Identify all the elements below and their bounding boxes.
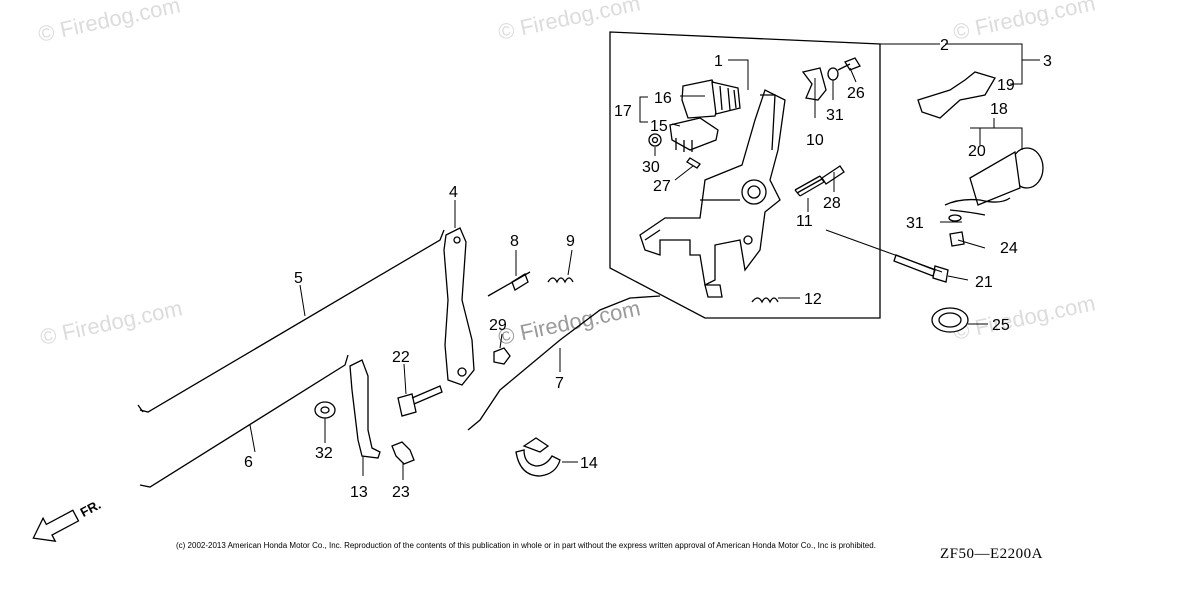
watermark-text: © Firedog.com xyxy=(38,295,185,350)
watermark-text: © Firedog.com xyxy=(496,0,643,45)
plate-19 xyxy=(917,71,996,119)
front-direction-label: FR. xyxy=(78,497,104,520)
callout-5: 5 xyxy=(294,270,303,287)
callout-numbers: 1 2 3 4 5 6 7 8 9 10 11 12 13 14 15 16 1… xyxy=(244,37,1052,501)
callout-31-top: 31 xyxy=(826,107,844,124)
callout-22: 22 xyxy=(392,349,410,366)
callout-12: 12 xyxy=(804,291,822,308)
copyright-notice: (c) 2002-2013 American Honda Motor Co., … xyxy=(176,541,876,550)
callout-8: 8 xyxy=(510,233,519,250)
callout-20: 20 xyxy=(968,143,986,160)
watermark-text: © Firedog.com xyxy=(951,0,1098,45)
callout-30: 30 xyxy=(642,159,660,176)
diagram-code: ZF50—E2200A xyxy=(940,546,1043,562)
callout-7: 7 xyxy=(555,375,564,392)
callout-25: 25 xyxy=(992,317,1010,334)
washer-32 xyxy=(314,401,336,419)
callout-21: 21 xyxy=(975,274,993,291)
watermark-text: © Firedog.com xyxy=(36,0,183,47)
callout-11: 11 xyxy=(796,213,813,230)
callout-1: 1 xyxy=(714,53,723,70)
callout-24: 24 xyxy=(1000,240,1018,257)
spring-11 xyxy=(794,175,825,197)
bolt-23 xyxy=(391,441,415,465)
bolt-26 xyxy=(837,57,861,71)
rod-6 xyxy=(139,354,349,488)
control-base-bracket xyxy=(639,89,786,298)
washer-30-hole xyxy=(651,136,659,144)
washer-30 xyxy=(648,133,662,147)
callout-10: 10 xyxy=(806,132,824,149)
screw-28 xyxy=(821,165,845,185)
washer-32-hole xyxy=(320,406,330,414)
callout-32: 32 xyxy=(315,445,333,462)
callout-13: 13 xyxy=(350,484,368,501)
callout-23: 23 xyxy=(392,484,410,501)
clamp-25 xyxy=(931,307,969,333)
washer-31-right xyxy=(948,214,962,222)
callout-17: 17 xyxy=(614,103,632,120)
washer-31-top xyxy=(827,67,839,81)
rod-5 xyxy=(137,229,445,413)
callout-28: 28 xyxy=(823,195,841,212)
screw-24 xyxy=(949,231,965,247)
callout-9: 9 xyxy=(566,233,575,250)
callout-3: 3 xyxy=(1043,53,1052,70)
callout-18: 18 xyxy=(990,101,1008,118)
callout-19: 19 xyxy=(997,77,1015,94)
wire-harness-20 xyxy=(944,147,1044,216)
spring-12 xyxy=(751,297,779,304)
callout-6: 6 xyxy=(244,454,253,471)
nut-29 xyxy=(493,347,511,365)
switch-part-15 xyxy=(669,117,719,152)
spring-9 xyxy=(547,277,574,284)
callout-27: 27 xyxy=(653,178,671,195)
lever-4 xyxy=(443,227,475,386)
lever-13 xyxy=(349,359,381,459)
switch-part-16 xyxy=(681,79,741,119)
bolt-21 xyxy=(893,254,949,283)
leader-lines xyxy=(249,43,1040,480)
assembly-frame xyxy=(609,31,881,319)
callout-15: 15 xyxy=(650,118,668,135)
bolt-22 xyxy=(397,385,443,417)
rod-7 xyxy=(467,295,661,431)
screw-27 xyxy=(686,157,701,169)
callout-16: 16 xyxy=(654,90,672,107)
rod-spring-8 xyxy=(487,271,531,297)
clip-14 xyxy=(515,437,561,477)
callout-4: 4 xyxy=(449,184,458,201)
callout-31-right: 31 xyxy=(906,215,924,232)
watermark-text: © Firedog.com xyxy=(951,290,1098,345)
callout-2: 2 xyxy=(940,37,949,54)
callout-26: 26 xyxy=(847,85,865,102)
watermarks: © Firedog.com © Firedog.com © Firedog.co… xyxy=(36,0,1098,350)
callout-29: 29 xyxy=(489,317,507,334)
front-direction-arrow: FR. xyxy=(32,497,104,542)
callout-14: 14 xyxy=(580,455,598,472)
watermark-text: © Firedog.com xyxy=(496,295,643,350)
